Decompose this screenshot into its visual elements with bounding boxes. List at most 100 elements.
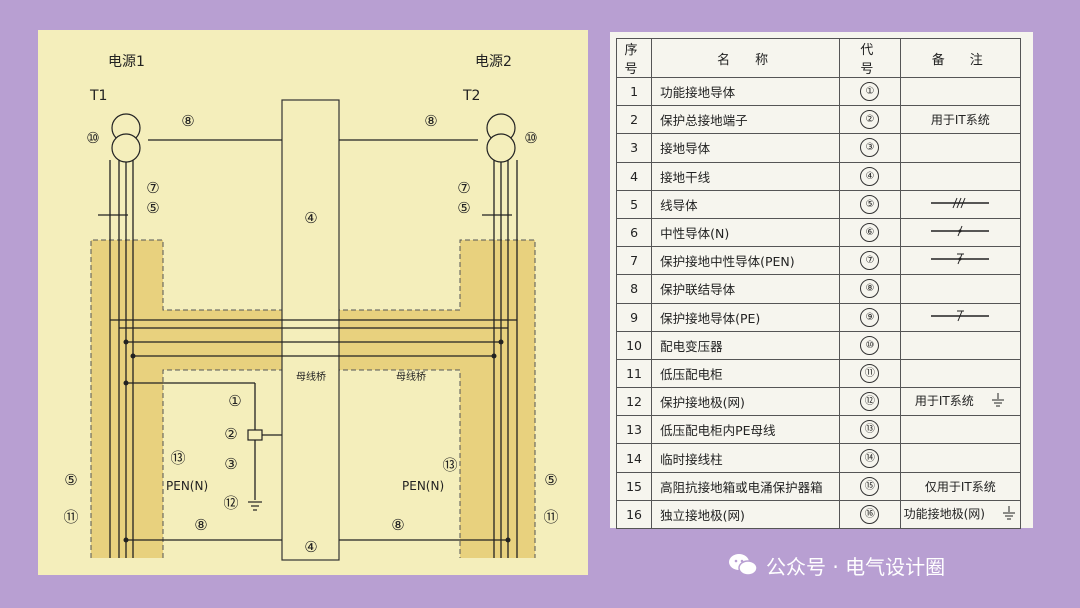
watermark: 公众号 · 电气设计圈 bbox=[728, 550, 945, 580]
legend-row-note: 功能接地极(网) bbox=[899, 499, 1022, 530]
legend-row-note bbox=[899, 358, 1022, 389]
legend-header-row: 序号 名 称 代 号 备 注 bbox=[615, 38, 1022, 78]
legend-note-text: 用于IT系统 bbox=[930, 113, 990, 128]
legend-row-code: ⑥ bbox=[839, 217, 901, 248]
legend-code-marker: ⑫ bbox=[860, 392, 880, 412]
header-code: 代 号 bbox=[839, 38, 901, 78]
marker-10-right: ⑩ bbox=[524, 129, 537, 147]
legend-code-marker: ① bbox=[860, 82, 880, 102]
legend-row-name: 高阻抗接地箱或电涌保护器箱 bbox=[651, 471, 841, 501]
legend-code-marker: ⑭ bbox=[860, 448, 880, 468]
legend-row-note bbox=[899, 274, 1022, 304]
legend-row-code: ⑫ bbox=[839, 387, 901, 417]
legend-row-note bbox=[899, 415, 1022, 445]
legend-row-code: ⑤ bbox=[839, 189, 901, 219]
marker-13-left: ⑬ bbox=[170, 449, 185, 467]
legend-row-note bbox=[899, 330, 1022, 360]
marker-1: ① bbox=[228, 392, 241, 410]
source-2-label: 电源2 bbox=[475, 54, 512, 70]
marker-7-left: ⑦ bbox=[146, 179, 159, 197]
legend-row-note bbox=[899, 76, 1022, 107]
pe-conductor-symbol bbox=[929, 308, 991, 327]
legend-row-note bbox=[899, 302, 1022, 332]
legend-row-name: 中性导体(N) bbox=[651, 217, 841, 248]
marker-4-bottom: ④ bbox=[304, 538, 317, 556]
legend-code-marker: ② bbox=[860, 110, 880, 130]
legend-code-marker: ⑧ bbox=[860, 279, 880, 299]
marker-8-top-right: ⑧ bbox=[424, 112, 437, 130]
legend-row-note bbox=[899, 133, 1022, 163]
legend-code-marker: ⑯ bbox=[860, 504, 880, 524]
marker-8-top-left: ⑧ bbox=[181, 112, 194, 130]
legend-row-name: 配电变压器 bbox=[651, 330, 841, 360]
line-conductor-symbol bbox=[929, 195, 991, 214]
marker-8-bottom-left: ⑧ bbox=[194, 516, 207, 534]
legend-row-number: 2 bbox=[615, 105, 653, 135]
legend-row-note: 仅用于IT系统 bbox=[899, 471, 1022, 501]
transformer-t1-label: T1 bbox=[89, 88, 107, 104]
legend-row-name: 功能接地导体 bbox=[651, 76, 841, 107]
legend-row-name: 低压配电柜 bbox=[651, 358, 841, 389]
legend-row-name: 接地导体 bbox=[651, 133, 841, 163]
legend-row-number: 15 bbox=[615, 471, 653, 501]
busbridge-label-1: 母线桥 bbox=[296, 370, 326, 383]
neutral-conductor-symbol bbox=[929, 223, 991, 242]
marker-10-left: ⑩ bbox=[86, 129, 99, 147]
marker-4-top: ④ bbox=[304, 209, 317, 227]
legend-row-number: 10 bbox=[615, 330, 653, 360]
legend-code-marker: ④ bbox=[860, 166, 880, 186]
marker-12: ⑫ bbox=[223, 494, 238, 512]
legend-row-number: 5 bbox=[615, 189, 653, 219]
marker-11-left: ⑪ bbox=[63, 508, 78, 526]
header-name: 名 称 bbox=[651, 38, 841, 78]
legend-row-number: 16 bbox=[615, 499, 653, 530]
marker-5-left-top: ⑤ bbox=[146, 199, 159, 217]
marker-7-right: ⑦ bbox=[457, 179, 470, 197]
legend-row-number: 6 bbox=[615, 217, 653, 248]
grounding-trunk-box bbox=[281, 99, 340, 561]
legend-row-name: 保护接地极(网) bbox=[651, 387, 841, 417]
busbridge-label-2: 母线桥 bbox=[396, 370, 426, 383]
legend-row-code: ⑪ bbox=[839, 358, 901, 389]
marker-13-right: ⑬ bbox=[442, 456, 457, 474]
legend-code-marker: ⑨ bbox=[860, 307, 880, 327]
legend-row-number: 7 bbox=[615, 246, 653, 276]
legend-code-marker: ⑥ bbox=[860, 223, 880, 243]
legend-row-number: 3 bbox=[615, 133, 653, 163]
legend-row-note: 用于IT系统 bbox=[899, 387, 1022, 417]
transformer-t2-coil-bottom bbox=[486, 133, 516, 163]
pen-label-right: PEN(N) bbox=[402, 479, 444, 493]
legend-row-code: ⑬ bbox=[839, 415, 901, 445]
legend-row-number: 12 bbox=[615, 387, 653, 417]
legend-row-note bbox=[899, 189, 1022, 219]
legend-row-code: ⑧ bbox=[839, 274, 901, 304]
legend-row-number: 14 bbox=[615, 443, 653, 473]
legend-row-name: 保护接地导体(PE) bbox=[651, 302, 841, 332]
cabinet-left-fill bbox=[91, 240, 163, 558]
legend-row-note bbox=[899, 443, 1022, 473]
ground-symbol bbox=[990, 392, 1006, 411]
legend-row-name: 保护联结导体 bbox=[651, 274, 841, 304]
legend-code-marker: ③ bbox=[860, 138, 880, 158]
legend-row-code: ⑯ bbox=[839, 499, 901, 530]
legend-row-number: 9 bbox=[615, 302, 653, 332]
legend-row-code: ② bbox=[839, 105, 901, 135]
legend-row-note bbox=[899, 217, 1022, 248]
marker-2: ② bbox=[224, 425, 237, 443]
legend-row-code: ⑨ bbox=[839, 302, 901, 332]
legend-row-name: 接地干线 bbox=[651, 161, 841, 191]
watermark-text: 公众号 · 电气设计圈 bbox=[766, 554, 946, 579]
legend-row-number: 1 bbox=[615, 76, 653, 107]
legend-row-number: 4 bbox=[615, 161, 653, 191]
legend-row-code: ⑦ bbox=[839, 246, 901, 276]
